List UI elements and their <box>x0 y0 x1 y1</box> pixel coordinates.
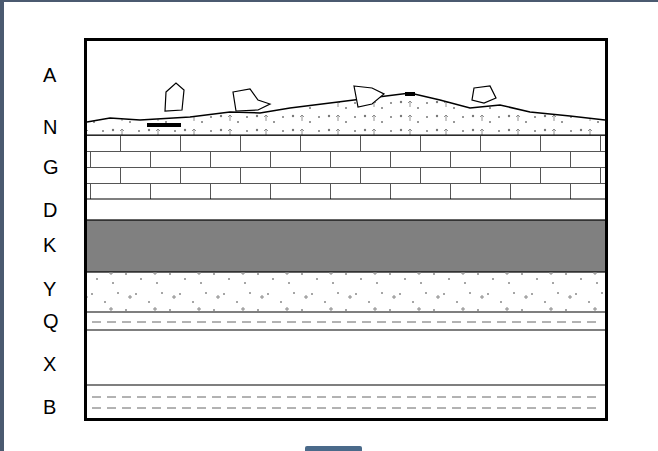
slide-button <box>305 446 362 451</box>
layer-boundary <box>86 311 606 312</box>
rock-fragment <box>165 83 184 111</box>
layer-letter: N <box>43 117 57 137</box>
dark-layer <box>86 220 606 272</box>
surface-mark <box>147 123 181 127</box>
slide-edge <box>0 0 4 451</box>
layer-boundary <box>86 384 606 385</box>
soil-layer <box>87 93 605 135</box>
shale-dash <box>92 397 600 398</box>
layer-letter: K <box>43 235 56 255</box>
sand-layer <box>86 272 606 312</box>
layer-letter: A <box>43 65 56 85</box>
layer-letter: B <box>43 397 56 417</box>
layer-letter: Q <box>43 311 59 331</box>
layer-letter: Y <box>43 279 56 299</box>
rock-fragment <box>233 89 270 111</box>
layer-letter: X <box>43 354 56 374</box>
layer-boundary <box>86 198 606 199</box>
rock-fragment <box>354 86 384 107</box>
column-frame <box>86 40 607 420</box>
shale-dash <box>92 322 600 323</box>
shale-dash <box>92 408 600 409</box>
surface-mark <box>405 92 415 96</box>
slide-edge <box>0 0 658 2</box>
layer-boundary <box>86 329 606 330</box>
layer-letter: G <box>43 157 59 177</box>
limestone-layer <box>86 135 606 199</box>
layer-boundary <box>86 134 606 135</box>
layer-letter: D <box>43 200 57 220</box>
rock-fragment <box>472 86 496 103</box>
